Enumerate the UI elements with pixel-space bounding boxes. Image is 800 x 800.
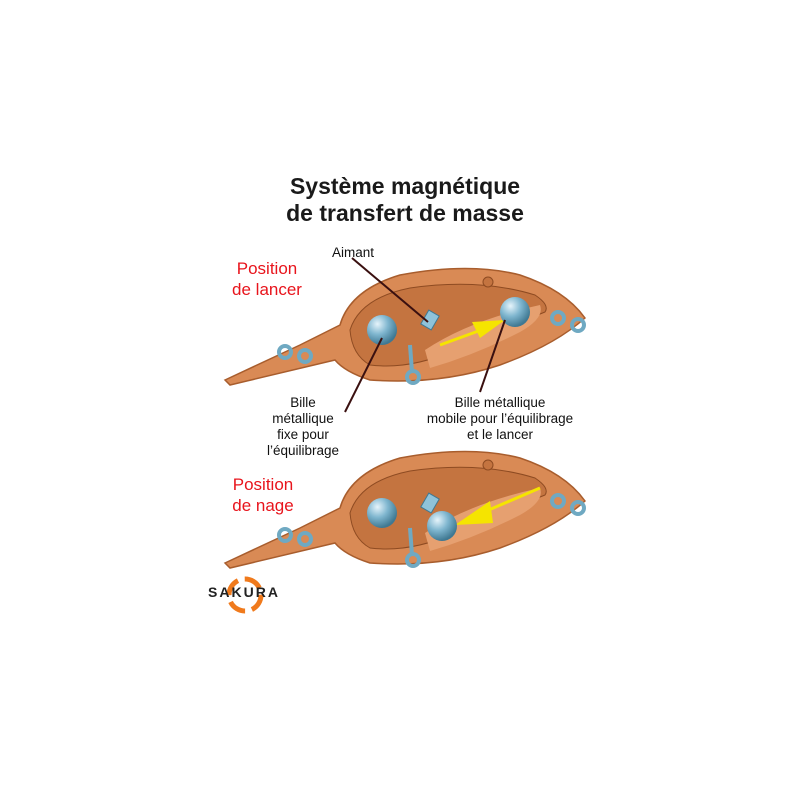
- label-magnet: Aimant: [331, 245, 375, 260]
- lure-swim-position: [223, 449, 587, 570]
- logo-text: SAKURA: [208, 584, 280, 600]
- sakura-logo: SAKURA: [190, 575, 300, 615]
- text-line: de nage: [232, 496, 294, 515]
- fixed-ball-leader: [344, 337, 383, 413]
- text-line: et le lancer: [466, 427, 534, 442]
- text-line: Bille: [290, 395, 316, 410]
- fixed-ball: [367, 315, 397, 345]
- logo-emblem-icon: [226, 576, 264, 614]
- mobile-ball: [427, 511, 457, 541]
- text-line: l’équilibrage: [266, 443, 340, 458]
- text-line: fixe pour: [277, 427, 329, 442]
- title-line: de transfert de masse: [286, 200, 524, 226]
- fixed-ball: [367, 498, 397, 528]
- text-line: Bille métallique: [454, 395, 546, 410]
- text-line: de lancer: [232, 280, 302, 299]
- label-swim-position: Position de nage: [218, 474, 308, 516]
- diagram-title: Système magnétique de transfert de masse: [200, 173, 610, 227]
- label-mobile-ball: Bille métallique mobile pour l’équilibra…: [405, 395, 595, 443]
- arrow-head-icon: [455, 501, 493, 525]
- text-line: Position: [236, 259, 298, 278]
- lure-cast-position: [223, 257, 587, 413]
- text-line: Position: [232, 475, 294, 494]
- title-line: Système magnétique: [289, 173, 521, 199]
- mobile-ball: [500, 297, 530, 327]
- label-cast-position: Position de lancer: [222, 258, 312, 300]
- arrow-head-icon: [472, 320, 505, 338]
- text-line: métallique: [272, 411, 334, 426]
- text-line: mobile pour l’équilibrage: [426, 411, 574, 426]
- magnet-leader: [351, 257, 429, 323]
- mobile-ball-leader: [479, 319, 506, 393]
- label-fixed-ball: Bille métallique fixe pour l’équilibrage: [248, 395, 358, 459]
